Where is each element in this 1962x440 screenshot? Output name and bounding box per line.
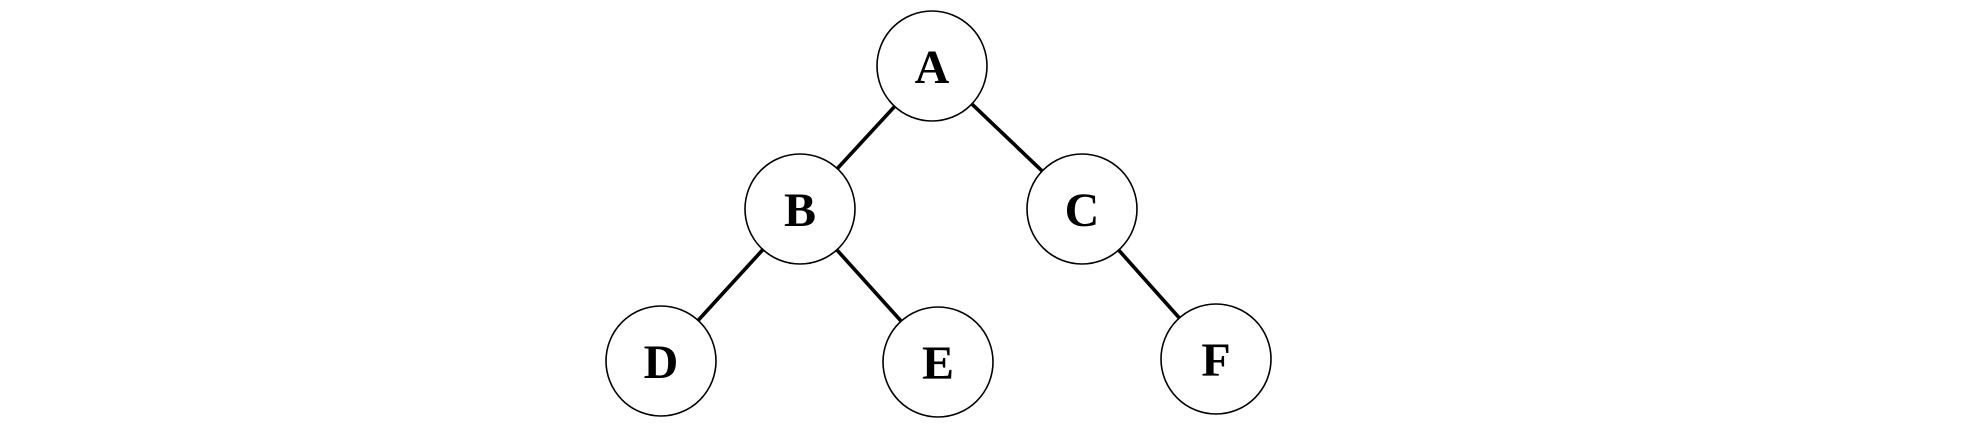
tree-node-B: B [744, 153, 856, 265]
tree-node-D: D [605, 305, 717, 417]
tree-node-circle-C [1026, 153, 1138, 265]
tree-node-F: F [1160, 303, 1272, 415]
tree-node-circle-D [605, 305, 717, 417]
tree-node-label-E: E [922, 337, 954, 390]
tree-node-C: C [1026, 153, 1138, 265]
tree-node-circle-F [1160, 303, 1272, 415]
tree-node-E: E [882, 306, 994, 418]
tree-node-circle-E [882, 306, 994, 418]
tree-node-A: A [876, 10, 988, 122]
tree-node-circle-B [744, 153, 856, 265]
tree-node-circle-A [876, 10, 988, 122]
tree-node-label-F: F [1201, 334, 1230, 387]
tree-node-label-D: D [644, 336, 679, 389]
tree-node-label-C: C [1065, 184, 1100, 237]
tree-node-label-B: B [784, 184, 816, 237]
tree-node-label-A: A [915, 41, 950, 94]
